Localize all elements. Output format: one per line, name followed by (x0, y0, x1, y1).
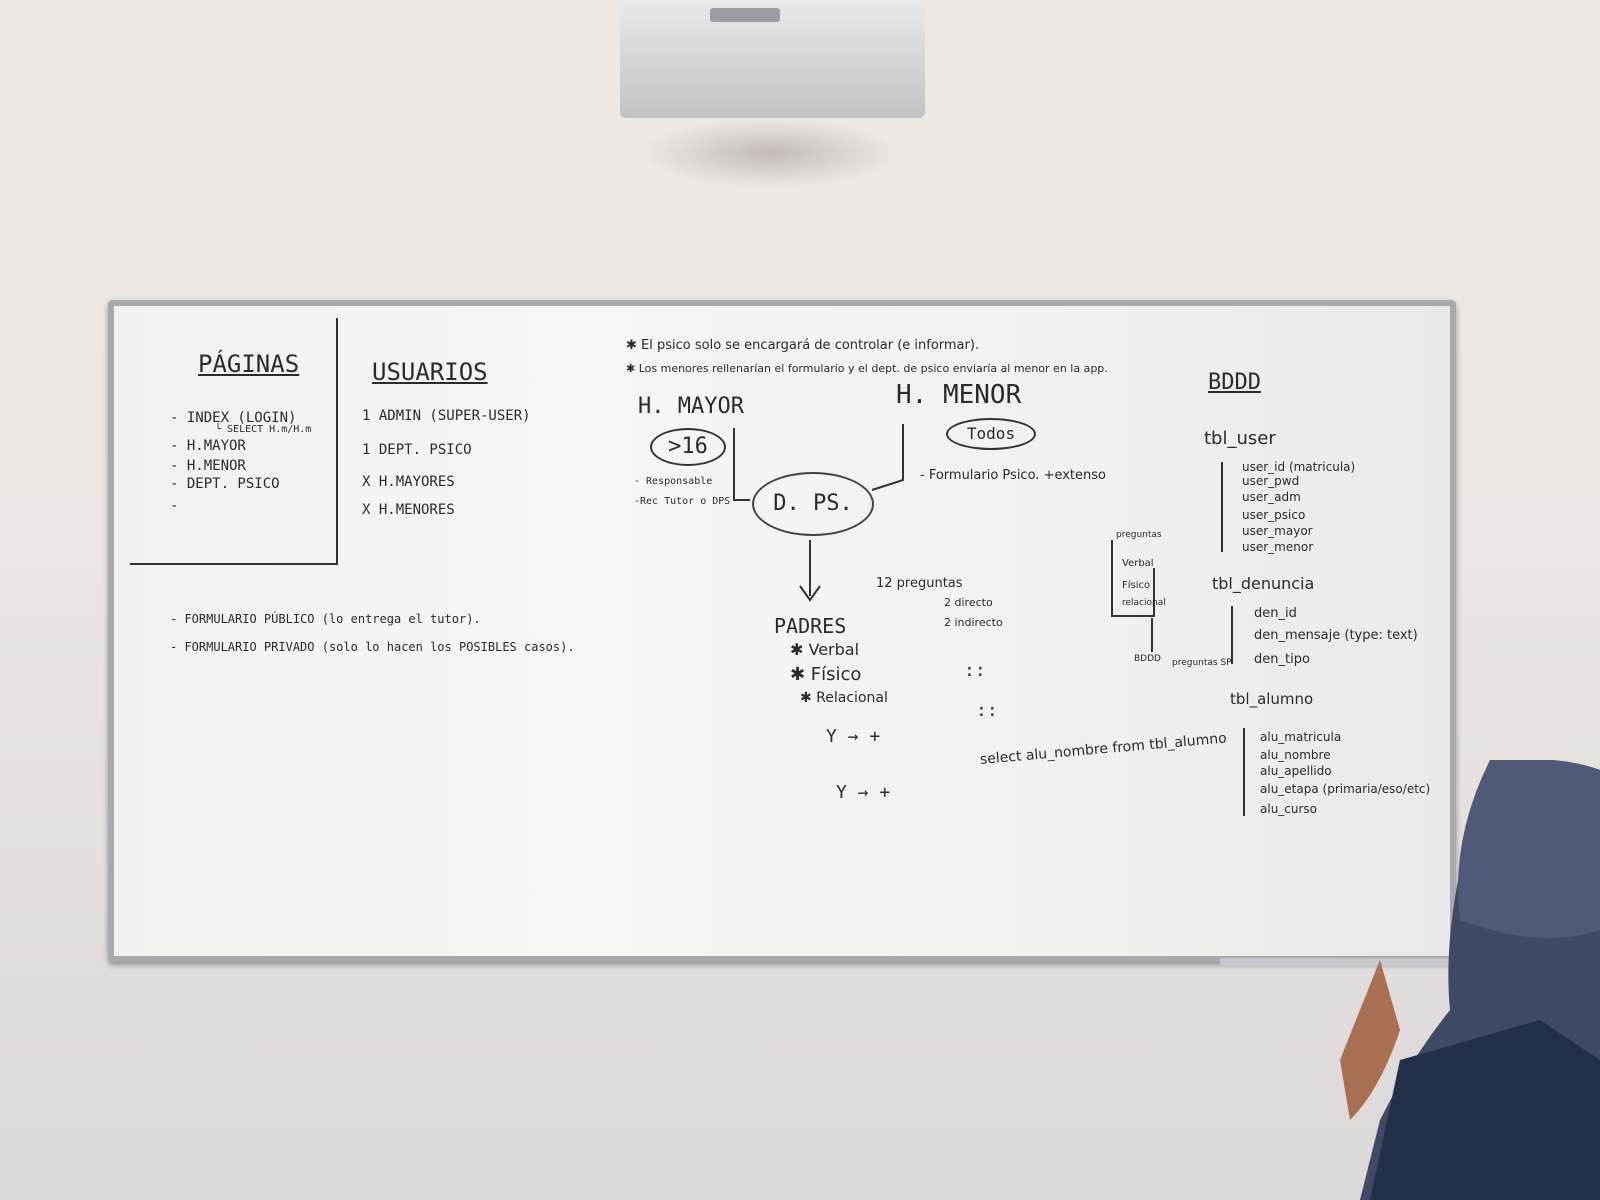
paginas-item: - H.MAYOR (170, 438, 246, 454)
paginas-item: - H.MENOR (170, 458, 246, 474)
padres-title: PADRES (774, 614, 847, 638)
table-field: den_id (1254, 606, 1297, 621)
table-name: tbl_user (1204, 428, 1276, 449)
table-field: den_tipo (1254, 652, 1310, 667)
padres-item: ✱ Verbal (790, 640, 860, 659)
padres-dots: :: (964, 660, 986, 681)
padres-indirecto: 2 indirecto (944, 616, 1003, 629)
bddd-title: BDDD (1208, 370, 1261, 395)
mayor-line: - Responsable (634, 476, 713, 487)
menor-title: H. MENOR (896, 380, 1022, 410)
paginas-item: - (170, 498, 179, 514)
table-name: tbl_alumno (1230, 690, 1314, 708)
paginas-item: └ SELECT H.m/H.m (215, 424, 312, 435)
preguntas-item: Verbal (1122, 558, 1154, 569)
usuarios-item: 1 DEPT. PSICO (362, 442, 472, 458)
paginas-title: PÁGINAS (198, 350, 300, 378)
paginas-item: - INDEX (LOGIN) (170, 410, 297, 426)
mayor-to-dps-arrow (733, 428, 750, 501)
padres-item: ✱ Físico (790, 664, 862, 685)
ceiling-projector (620, 0, 925, 118)
projector-vent (710, 8, 780, 22)
table-field: alu_matricula (1260, 730, 1342, 744)
paginas-box-right (336, 318, 338, 564)
table-field: user_id (matricula) (1242, 460, 1356, 474)
preguntas-label: preguntas (1116, 530, 1162, 540)
usuarios-item: X H.MENORES (362, 502, 455, 518)
table-field: user_psico (1242, 508, 1306, 522)
padres-dots: :: (976, 700, 998, 721)
preguntas-bddd: BDDD (1134, 654, 1161, 664)
preguntas-sp: preguntas SP (1172, 658, 1232, 668)
table-field: alu_nombre (1260, 748, 1331, 762)
table-field: user_pwd (1242, 474, 1300, 488)
projector-shadow (640, 118, 900, 188)
usuarios-item: 1 ADMIN (SUPER-USER) (362, 408, 531, 424)
table-name: tbl_denuncia (1212, 574, 1315, 593)
table-field: alu_curso (1260, 802, 1318, 816)
table-field: user_mayor (1242, 524, 1313, 538)
person-at-board (1340, 760, 1600, 1200)
mayor-title: H. MAYOR (638, 394, 744, 419)
mayor-line: -Rec Tutor o DPS (634, 496, 731, 507)
arrow-head (799, 585, 821, 602)
menor-to-dps-arrow (871, 424, 904, 491)
table-field: user_adm (1242, 490, 1301, 504)
paginas-item: - DEPT. PSICO (170, 476, 280, 492)
table-field: alu_apellido (1260, 764, 1332, 778)
formulario-privado: - FORMULARIO PRIVADO (solo lo hacen los … (170, 640, 575, 654)
note-psico: ✱ El psico solo se encargará de controla… (626, 338, 980, 353)
usuarios-title: USUARIOS (372, 358, 488, 386)
menor-badge: Todos (946, 418, 1036, 450)
padres-directo: 2 directo (944, 596, 993, 609)
padres-questions: 12 preguntas (876, 576, 963, 591)
table-field: alu_etapa (primaria/eso/etc) (1260, 782, 1431, 796)
note-menores: ✱ Los menores rellenarían el formulario … (626, 362, 1108, 375)
padres-item: ✱ Relacional (800, 690, 888, 706)
paginas-box-bottom (130, 563, 338, 565)
menor-line: - Formulario Psico. +extenso (920, 468, 1106, 483)
padres-y1: Y → + (826, 726, 881, 747)
usuarios-item: X H.MAYORES (362, 474, 455, 490)
whiteboard-tray (1220, 958, 1450, 966)
preguntas-item: Físico (1122, 580, 1151, 591)
preguntas-item: relacional (1122, 598, 1166, 608)
formulario-publico: - FORMULARIO PÚBLICO (lo entrega el tuto… (170, 612, 481, 626)
table-field: den_mensaje (type: text) (1254, 628, 1418, 643)
padres-y2: Y → + (836, 782, 891, 803)
mayor-age-badge: >16 (650, 428, 726, 466)
preguntas-box (1111, 540, 1155, 617)
dps-node: D. PS. (752, 472, 874, 536)
table-field: user_menor (1242, 540, 1314, 554)
